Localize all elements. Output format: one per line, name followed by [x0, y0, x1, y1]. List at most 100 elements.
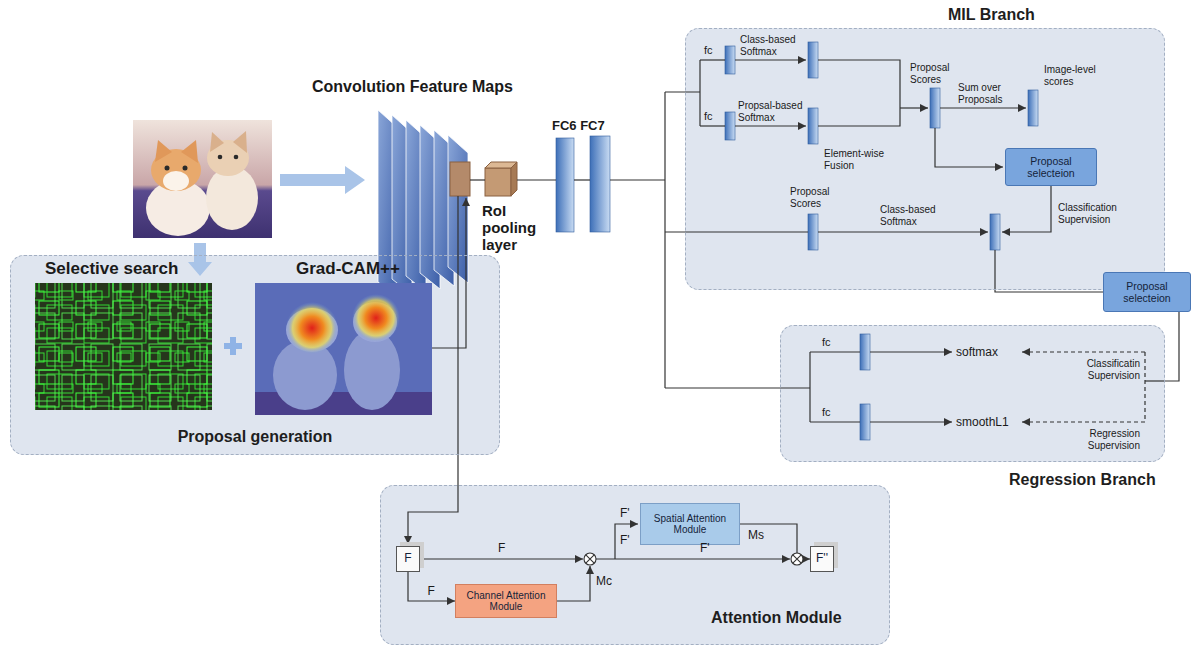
panel-ground	[780, 325, 1165, 462]
layer-caption: FC6 FC7	[552, 118, 605, 133]
panel-ground	[685, 28, 1165, 290]
operation-label: Element-wise Fusion	[824, 148, 890, 172]
data-flow-line	[700, 125, 725, 126]
layer-bar	[808, 108, 818, 144]
data-flow-line	[574, 179, 590, 180]
image-caption: Selective search	[45, 259, 178, 279]
data-flow-line	[665, 387, 810, 388]
data-flow-line	[870, 351, 952, 352]
proposal-selection-box: Proposal selecteion	[1103, 272, 1191, 312]
multiply-symbol	[586, 555, 594, 563]
box-text: Proposal selecteion	[1108, 280, 1186, 304]
data-flow-line	[818, 231, 988, 232]
layer-bar	[725, 46, 735, 74]
supervision-label: Classification Supervision	[1058, 202, 1124, 226]
feature-label: F	[498, 541, 505, 555]
input-photo	[218, 155, 223, 160]
channel-attention-box: Channel Attention Module	[455, 584, 557, 618]
data-flow-line	[664, 92, 665, 388]
data-flow-line	[935, 128, 1003, 167]
loss-label: softmax	[956, 345, 998, 359]
layer-bar	[590, 136, 610, 232]
image-caption: Grad-CAM++	[296, 259, 400, 279]
connector	[1165, 312, 1179, 381]
layer-bar	[808, 42, 818, 78]
fc-label: fc	[704, 44, 713, 57]
data-flow-line	[596, 558, 790, 559]
input-photo	[210, 132, 224, 152]
multiply-symbol	[793, 555, 801, 563]
multiply-symbol	[584, 553, 803, 565]
input-photo	[165, 166, 170, 171]
selective-search-image	[35, 283, 212, 410]
operation-label: Class-based Softmax	[740, 34, 806, 58]
panel-title: MIL Branch	[948, 5, 1035, 24]
data-flow-line	[470, 179, 485, 180]
selective-search-image	[35, 283, 212, 410]
layer-caption: Convolution Feature Maps	[312, 77, 513, 96]
feature-label: F'	[700, 541, 710, 555]
multiply-symbol	[584, 553, 596, 565]
layer-bar	[990, 214, 1000, 250]
data-flow-line	[1145, 380, 1165, 381]
data-flow-line	[1144, 352, 1145, 422]
box-text: Proposal selecteion	[1010, 155, 1092, 179]
grad-cam-image	[255, 283, 432, 415]
roi-pooling-cube	[511, 162, 517, 196]
box-text: F	[404, 552, 411, 566]
operation-label: Class-based Softmax	[880, 204, 946, 228]
feature-cube: F	[396, 546, 420, 572]
panel-title: Attention Module	[711, 608, 842, 627]
multiply-symbol	[791, 553, 803, 565]
layer-bar	[930, 88, 940, 128]
layer-bar	[556, 42, 1038, 440]
data-flow-line	[1022, 421, 1145, 422]
operation-label: Propsal-based Softmax	[738, 100, 812, 124]
input-photo	[181, 140, 198, 163]
spatial-attention-box: Spatial Attention Module	[640, 503, 740, 545]
data-flow-line	[700, 59, 725, 60]
data-flow-line	[557, 566, 590, 601]
feature-label: F'	[620, 506, 630, 520]
data-flow-line	[870, 421, 952, 422]
layer-bar	[556, 138, 574, 232]
input-photo	[133, 120, 272, 238]
feature-cube: F''	[810, 546, 834, 572]
input-photo	[233, 131, 247, 153]
panel-title: Proposal generation	[11, 427, 499, 446]
layer-bar	[860, 404, 870, 440]
panel-ground	[10, 255, 500, 455]
connector	[408, 572, 455, 601]
data-flow-line	[809, 352, 810, 422]
data-flow-line	[420, 558, 583, 559]
edge-label: Ms	[748, 528, 764, 542]
box-text: Channel Attention Module	[460, 590, 552, 613]
edge-label: F	[428, 584, 435, 598]
attention-map-label: Mc	[596, 574, 612, 588]
data-flow-line	[432, 198, 466, 348]
data-flow-line	[995, 250, 1103, 292]
input-photo	[234, 155, 239, 160]
proposal-generation-panel: Proposal generation	[10, 255, 500, 455]
supervision-label: Regression Supervision	[1074, 428, 1140, 452]
data-flow-line	[818, 60, 900, 126]
feature-label: F'	[620, 533, 630, 547]
data-flow-line	[517, 179, 556, 180]
grad-cam-image	[344, 330, 400, 410]
flow-arrow	[280, 166, 365, 194]
data-flow-line	[615, 524, 638, 559]
layer-bar	[1028, 90, 1038, 126]
output-label: Image-level scores	[1044, 64, 1104, 88]
data-flow-line	[810, 421, 860, 422]
selective-search-image	[35, 283, 212, 410]
data-flow-line	[408, 60, 1165, 601]
data-flow-line	[1002, 186, 1051, 232]
grad-cam-image	[286, 302, 338, 354]
layer-bar	[725, 112, 735, 140]
panel-title: Regression Branch	[1009, 470, 1156, 489]
roi-pooling-cube	[485, 162, 517, 196]
roi-region	[450, 162, 470, 196]
data-flow-line	[610, 179, 665, 180]
